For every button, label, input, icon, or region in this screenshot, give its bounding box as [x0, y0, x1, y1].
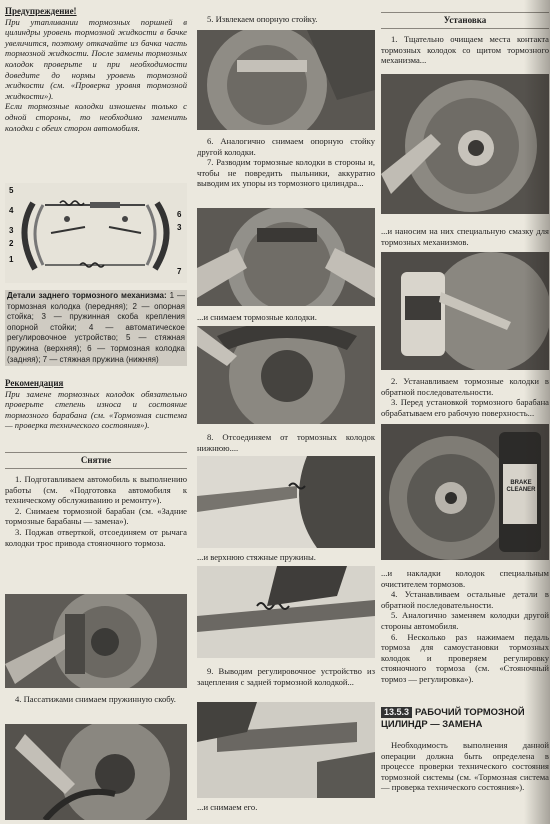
photo-upper-spring — [197, 566, 375, 658]
section-title: РАБОЧИЙ ТОРМОЗНОЙ ЦИЛИНДР — ЗАМЕНА — [381, 706, 525, 729]
install-step-2: 2. Устанавливаем тормозные колодки в обр… — [381, 376, 549, 397]
details-text: 1 — тормозная колодка (передняя); 2 — оп… — [7, 291, 185, 364]
warning-text: При утапливании тормозных поршней в цили… — [5, 16, 187, 101]
photo-backing-plate — [381, 74, 549, 214]
warning-heading: Предупреждение! — [5, 6, 77, 16]
diagram-label-2: 2 — [9, 239, 14, 248]
warning-block: Предупреждение! При утапливании тормозны… — [5, 6, 187, 133]
brake-cleaner-can-label: BRAKE CLEANER — [506, 480, 536, 493]
photo-adjuster — [197, 702, 375, 798]
divider — [381, 28, 549, 29]
diagram-label-4: 4 — [9, 206, 14, 215]
step-1: 1. Подготавливаем автомобиль к выполнени… — [5, 474, 187, 506]
install-steps-2-3-block: 2. Устанавливаем тормозные колодки в обр… — [381, 376, 549, 418]
divider — [381, 12, 549, 13]
install-step-1b: ...и наносим на них специальную смазку д… — [381, 226, 549, 247]
step-6: 6. Аналогично снимаем опорную стойку дру… — [197, 136, 375, 157]
details-caption: Детали заднего тормозного механизма: 1 —… — [5, 290, 187, 367]
warning-text-2: Если тормозные колодки изношены только с… — [5, 101, 187, 133]
install-step-4: 4. Устанавливаем остальные детали в обра… — [381, 589, 549, 610]
final-paragraph: Необходимость выполнения данной операции… — [381, 740, 549, 793]
brake-diagram: 5 4 3 2 1 6 3 7 — [5, 183, 187, 283]
install-step-1b-block: ...и наносим на них специальную смазку д… — [381, 226, 549, 247]
step-6-7-block: 6. Аналогично снимаем опорную стойку дру… — [197, 136, 375, 189]
diagram-label-3b: 3 — [177, 223, 182, 232]
step-5: 5. Извлекаем опорную стойку. — [207, 14, 318, 24]
step-8: 8. Отсоединяем от тормозных колодок нижн… — [197, 432, 375, 453]
details-title: Детали заднего тормозного механизма: — [7, 291, 167, 300]
photo-applying-grease — [381, 252, 549, 370]
install-step-5: 5. Аналогично заменяем колодки другой ст… — [381, 610, 549, 631]
photo-support-strut — [197, 30, 375, 130]
diagram-label-7: 7 — [177, 267, 182, 276]
diagram-label-6: 6 — [177, 210, 182, 219]
column-left: Предупреждение! При утапливании тормозны… — [5, 0, 187, 824]
diagram-label-1: 1 — [9, 255, 14, 264]
step-8b-block: ...и верхнюю стяжные пружины. — [197, 552, 375, 563]
removal-heading-block: Снятие — [5, 455, 187, 466]
step-7b: ...и снимаем тормозные колодки. — [197, 312, 317, 322]
recommendation-text: При замене тормозных колодок обязательно… — [5, 388, 187, 431]
removal-steps-1-3: 1. Подготавливаем автомобиль к выполнени… — [5, 474, 187, 548]
install-step-3: 3. Перед установкой тормозного барабана … — [381, 397, 549, 418]
column-middle: 5. Извлекаем опорную стойку. 6. Аналогич… — [197, 0, 375, 824]
photo-parking-cable — [5, 594, 187, 688]
diagram-label-5: 5 — [9, 186, 14, 195]
recommendation-heading: Рекомендация — [5, 378, 64, 388]
step-2: 2. Снимаем тормозной барабан (см. «Задни… — [5, 505, 187, 527]
section-number: 13.5.3 — [381, 707, 413, 718]
step-5-block: 5. Извлекаем опорную стойку. — [197, 14, 375, 25]
photo-spreading-shoes — [197, 208, 375, 306]
step-7: 7. Разводим тормозные колодки в стороны … — [197, 157, 375, 189]
brake-shoe-diagram — [5, 183, 187, 283]
photo-lower-spring — [197, 456, 375, 548]
install-heading-block: Установка — [381, 15, 549, 26]
step-4: 4. Пассатижами снимаем пружинную скобу. — [15, 694, 176, 704]
recommendation-block: Рекомендация При замене тормозных колодо… — [5, 378, 187, 431]
column-right: Установка 1. Тщательно очищаем места кон… — [381, 0, 549, 824]
photo-spring-clip — [5, 724, 187, 820]
divider — [5, 452, 187, 453]
photo-removing-shoes — [197, 326, 375, 424]
step-7b-block: ...и снимаем тормозные колодки. — [197, 312, 375, 323]
step-8b: ...и верхнюю стяжные пружины. — [197, 552, 316, 562]
step-8-block: 8. Отсоединяем от тормозных колодок нижн… — [197, 432, 375, 453]
step-9b-block: ...и снимаем его. — [197, 802, 375, 813]
diagram-label-3: 3 — [9, 226, 14, 235]
step-9: 9. Выводим регулировочное устройство из … — [197, 666, 375, 687]
install-step-1-block: 1. Тщательно очищаем места контакта торм… — [381, 34, 549, 66]
removal-heading: Снятие — [80, 455, 112, 465]
install-heading: Установка — [443, 15, 487, 25]
install-steps-3b-6-block: ...и накладки колодок специальным очисти… — [381, 568, 549, 685]
step-9-block: 9. Выводим регулировочное устройство из … — [197, 666, 375, 687]
photo-drum-cleaning: BRAKE CLEANER — [381, 424, 549, 560]
install-step-1: 1. Тщательно очищаем места контакта торм… — [381, 34, 549, 66]
step-4-block: 4. Пассатижами снимаем пружинную скобу. — [5, 694, 187, 705]
final-paragraph-block: Необходимость выполнения данной операции… — [381, 740, 549, 793]
install-step-6: 6. Несколько раз нажимаем педаль тормоза… — [381, 631, 549, 684]
step-3: 3. Поджав отверткой, отсоединяем от рыча… — [5, 526, 187, 548]
install-step-3b: ...и накладки колодок специальным очисти… — [381, 568, 549, 589]
divider — [5, 468, 187, 469]
step-9b: ...и снимаем его. — [197, 802, 258, 812]
